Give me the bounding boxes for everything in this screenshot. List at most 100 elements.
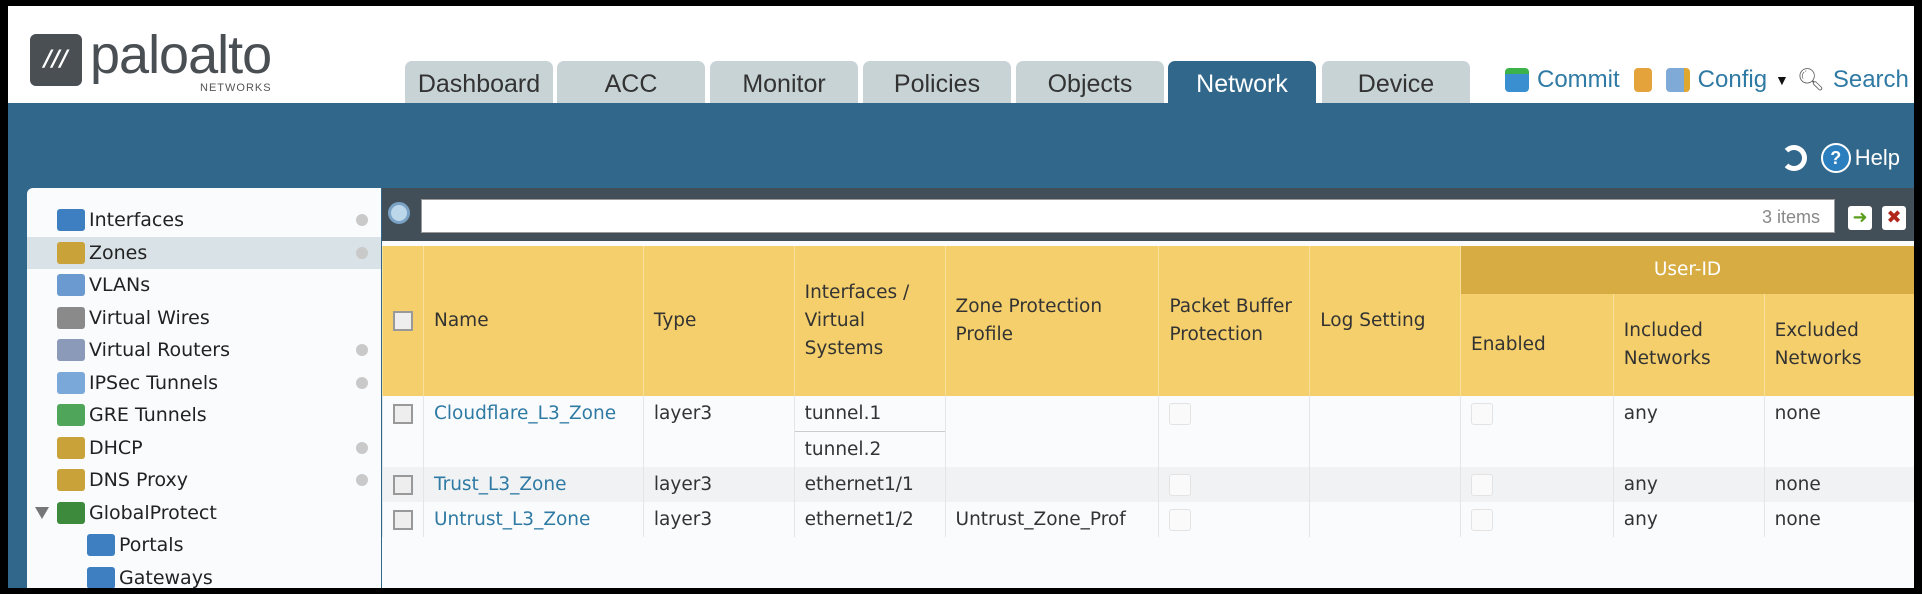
sidebar-item-label: Zones <box>89 241 148 264</box>
sidebar-item-portals[interactable]: Portals <box>27 529 381 562</box>
tab-monitor[interactable]: Monitor <box>710 61 858 103</box>
sidebar-item-virtual-routers[interactable]: Virtual Routers <box>27 334 381 367</box>
status-dot-icon <box>356 441 368 454</box>
sidebar-item-dhcp[interactable]: DHCP <box>27 432 381 465</box>
virtual-routers-icon <box>57 339 85 362</box>
sidebar-item-label: Gateways <box>119 566 213 588</box>
user-id-enabled-checkbox <box>1471 403 1494 425</box>
vlans-icon <box>57 274 85 297</box>
status-dot-icon <box>356 474 368 487</box>
sidebar-item-ipsec-tunnels[interactable]: IPSec Tunnels <box>27 367 381 400</box>
clear-filter-icon[interactable]: ✖ <box>1882 206 1906 230</box>
tab-policies[interactable]: Policies <box>863 61 1011 103</box>
sidebar-item-label: Interfaces <box>89 209 184 232</box>
row-checkbox[interactable] <box>393 404 413 424</box>
gre-icon <box>57 404 85 427</box>
chevron-down-icon[interactable]: ▼ <box>1775 72 1789 88</box>
paloalto-logo: /// paloalto NETWORKS <box>30 25 300 98</box>
tab-network[interactable]: Network <box>1168 61 1316 103</box>
column-header[interactable]: Enabled <box>1460 294 1614 396</box>
zone-type: layer3 <box>642 396 795 467</box>
zone-interface: tunnel.1 <box>793 396 946 432</box>
config-icon <box>1665 68 1690 92</box>
sidebar-item-label: IPSec Tunnels <box>89 371 219 394</box>
sidebar-item-label: VLANs <box>89 274 151 297</box>
packet-buffer-checkbox <box>1169 474 1192 496</box>
search-button[interactable]: Search <box>1832 66 1909 93</box>
row-checkbox[interactable] <box>393 475 413 495</box>
commit-icon[interactable] <box>1505 68 1529 92</box>
sidebar-item-gateways[interactable]: Gateways <box>27 562 381 588</box>
zones-icon <box>57 241 85 264</box>
expand-triangle-icon[interactable] <box>35 506 49 519</box>
column-header[interactable]: Name <box>423 246 644 396</box>
column-header[interactable]: Type <box>642 246 795 396</box>
zone-protection-profile <box>944 467 1159 502</box>
user-id-enabled-checkbox <box>1471 474 1494 496</box>
help-button[interactable]: ? Help <box>1820 143 1900 173</box>
globalprotect-icon <box>57 501 85 524</box>
interfaces-icon <box>57 209 85 232</box>
excluded-networks: none <box>1763 467 1914 502</box>
ipsec-icon <box>57 371 85 394</box>
logo-mark-icon: /// <box>30 34 82 86</box>
column-header[interactable]: Excluded Networks <box>1763 294 1914 396</box>
context-bar: ? Help <box>8 103 1914 188</box>
zone-name-link[interactable]: Cloudflare_L3_Zone <box>423 396 644 467</box>
sidebar-item-dns-proxy[interactable]: DNS Proxy <box>27 464 381 497</box>
user-id-group-header: User-ID <box>1460 246 1914 294</box>
sidebar-item-globalprotect[interactable]: GlobalProtect <box>27 497 381 530</box>
sidebar-item-label: DNS Proxy <box>89 469 188 492</box>
tab-device[interactable]: Device <box>1322 61 1470 103</box>
lock-icon[interactable] <box>1633 68 1652 92</box>
sidebar-item-label: GRE Tunnels <box>89 404 207 427</box>
zone-type: layer3 <box>642 467 795 502</box>
portals-icon <box>87 534 115 557</box>
zone-type: layer3 <box>642 502 795 537</box>
sidebar-item-interfaces[interactable]: Interfaces <box>27 204 381 237</box>
column-header[interactable]: Packet Buffer Protection <box>1158 246 1310 396</box>
tab-dashboard[interactable]: Dashboard <box>405 61 553 103</box>
packet-buffer-checkbox <box>1169 509 1192 531</box>
row-checkbox[interactable] <box>393 510 413 530</box>
app-window: /// paloalto NETWORKS Dashboard ACC Moni… <box>8 6 1914 588</box>
commit-button[interactable]: Commit <box>1537 66 1620 93</box>
sidebar-item-zones[interactable]: Zones <box>27 236 381 269</box>
dhcp-icon <box>57 436 85 459</box>
included-networks: any <box>1612 467 1765 502</box>
refresh-icon[interactable] <box>1780 145 1807 171</box>
zone-name-link[interactable]: Trust_L3_Zone <box>423 467 644 502</box>
filter-bar: 3 items ➜ ✖ <box>382 188 1914 241</box>
filter-search-icon <box>388 202 410 224</box>
column-header[interactable]: Log Setting <box>1309 246 1461 396</box>
zone-interface: tunnel.2 <box>793 431 946 467</box>
apply-filter-icon[interactable]: ➜ <box>1848 206 1872 230</box>
zone-name-link[interactable]: Untrust_L3_Zone <box>423 502 644 537</box>
status-dot-icon <box>356 246 368 259</box>
status-dot-icon <box>356 376 368 389</box>
tab-acc[interactable]: ACC <box>557 61 705 103</box>
column-header[interactable]: Interfaces / Virtual Systems <box>793 246 946 396</box>
sidebar-item-virtual-wires[interactable]: Virtual Wires <box>27 302 381 335</box>
sidebar-item-label: DHCP <box>89 436 143 459</box>
filter-input[interactable] <box>421 199 1835 233</box>
sidebar-item-gre-tunnels[interactable]: GRE Tunnels <box>27 399 381 432</box>
column-header[interactable]: Included Networks <box>1612 294 1765 396</box>
tab-objects[interactable]: Objects <box>1016 61 1164 103</box>
included-networks: any <box>1612 502 1765 537</box>
user-id-enabled-checkbox <box>1471 509 1494 531</box>
log-setting <box>1309 502 1461 537</box>
config-menu[interactable]: Config <box>1697 66 1768 93</box>
column-header[interactable]: Zone Protection Profile <box>944 246 1159 396</box>
help-icon: ? <box>1820 143 1851 173</box>
sidebar-item-vlans[interactable]: VLANs <box>27 269 381 302</box>
sidebar-item-label: Virtual Routers <box>89 339 230 362</box>
select-all-checkbox[interactable] <box>393 311 413 331</box>
item-count: 3 items <box>1762 207 1821 227</box>
zone-interface: ethernet1/1 <box>793 467 946 502</box>
